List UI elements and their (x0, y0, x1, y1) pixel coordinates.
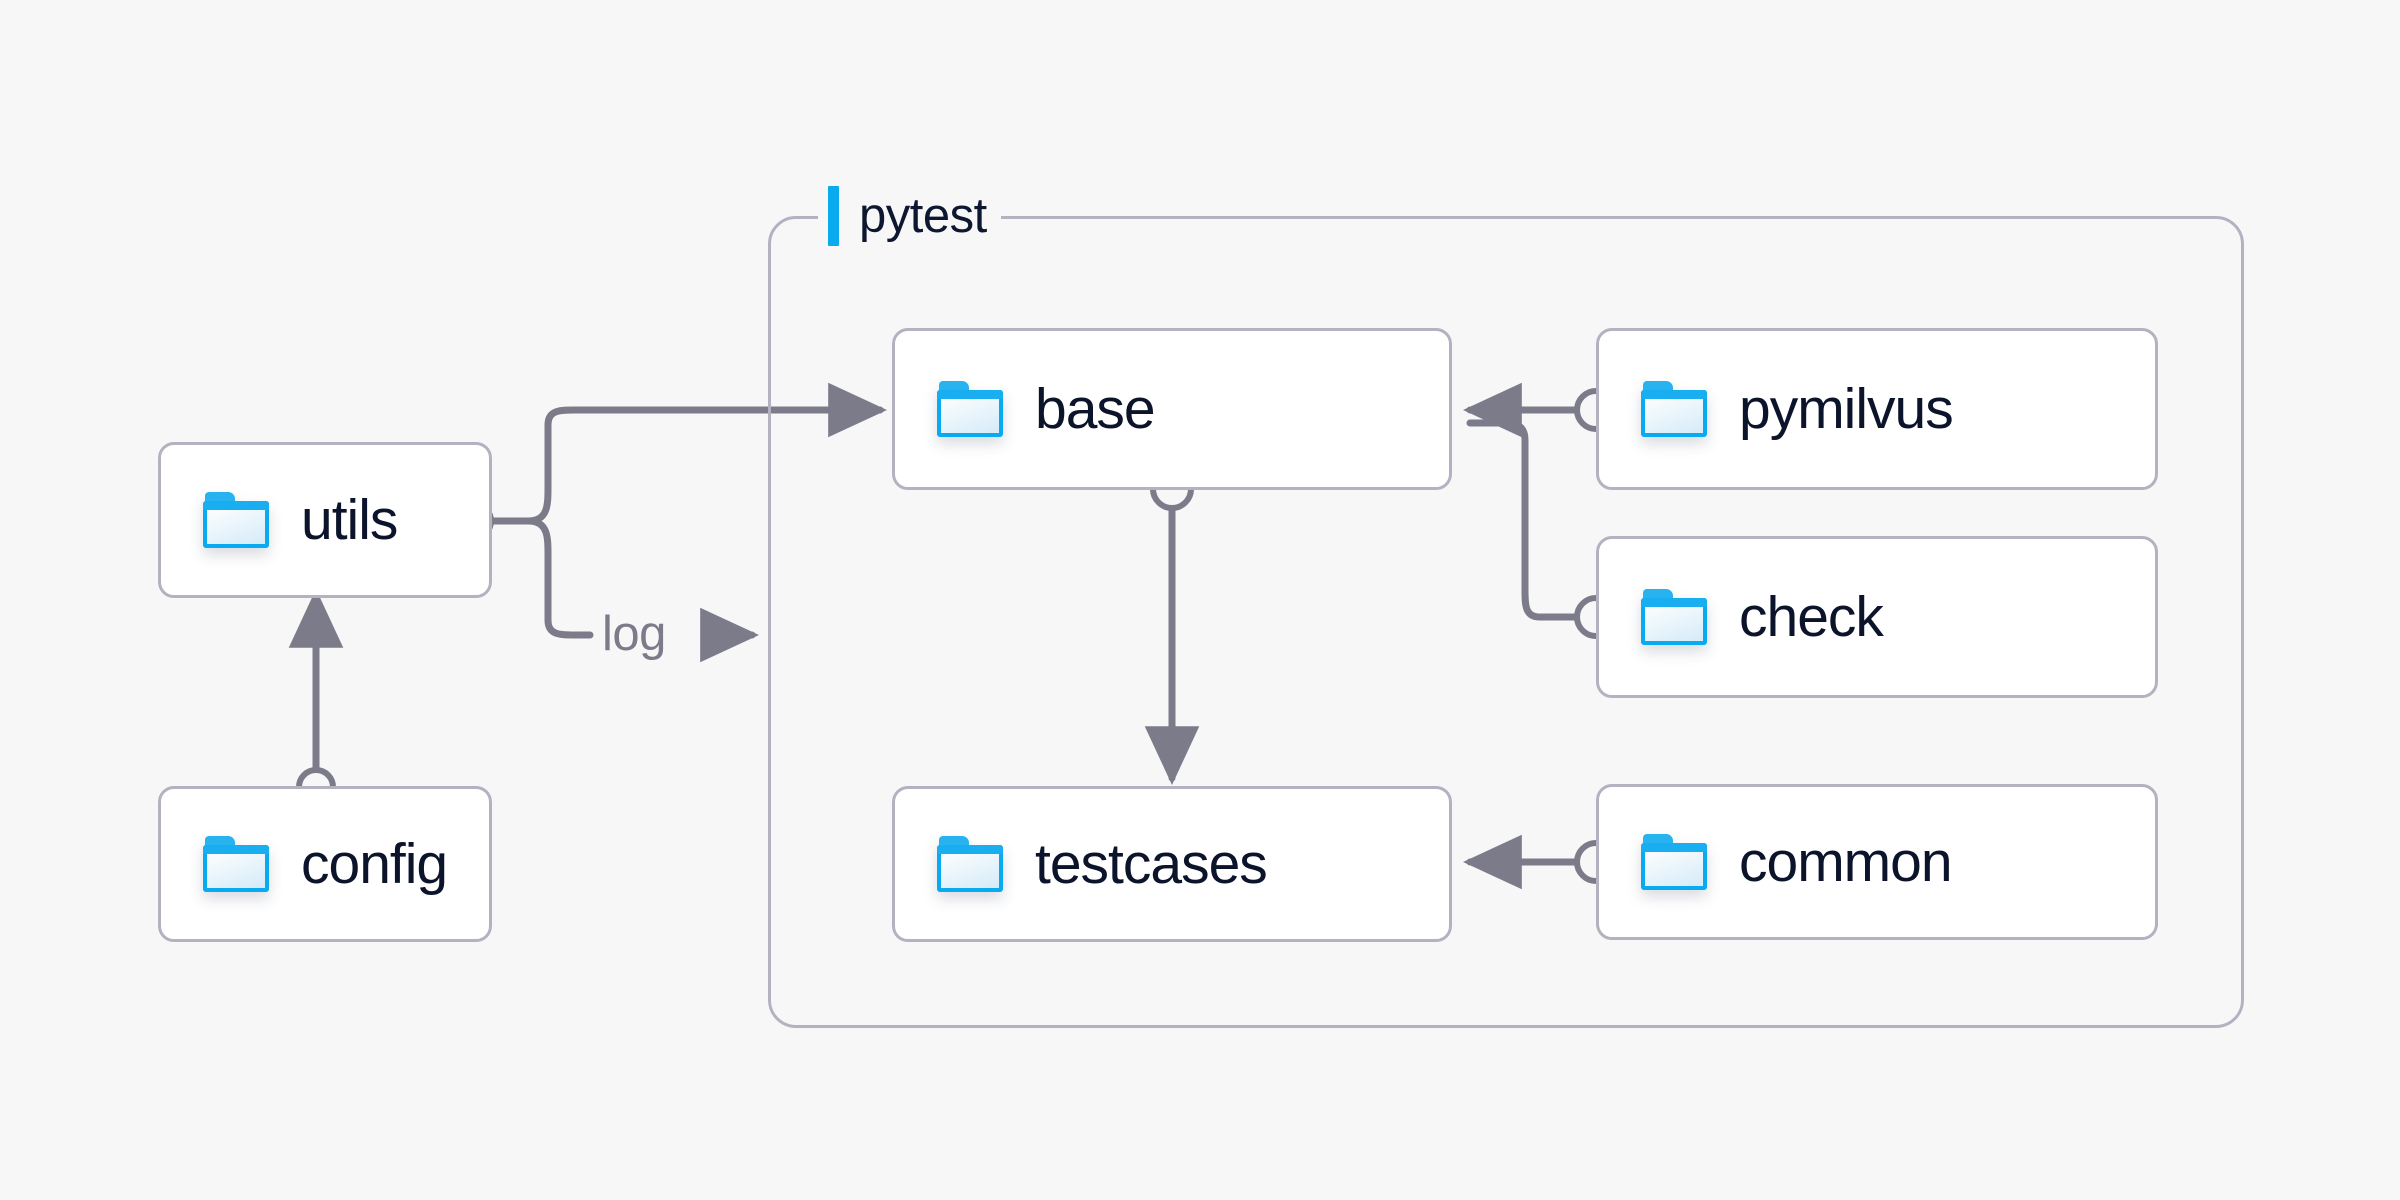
node-label: base (1035, 376, 1156, 441)
folder-icon (203, 836, 269, 892)
node-testcases[interactable]: testcases (892, 786, 1452, 942)
node-label: utils (301, 487, 398, 552)
node-check[interactable]: check (1596, 536, 2158, 698)
node-pymilvus[interactable]: pymilvus (1596, 328, 2158, 490)
folder-icon (203, 492, 269, 548)
group-title-label: pytest (859, 188, 987, 243)
group-accent-bar (828, 186, 839, 246)
node-common[interactable]: common (1596, 784, 2158, 940)
node-utils[interactable]: utils (158, 442, 492, 598)
folder-icon (1641, 589, 1707, 645)
node-base[interactable]: base (892, 328, 1452, 490)
node-label: pymilvus (1739, 376, 1954, 441)
folder-icon (1641, 834, 1707, 890)
edge-utils-to-log (524, 517, 594, 639)
pytest-group-title: pytest (818, 184, 1001, 248)
node-label: common (1739, 829, 1953, 894)
folder-icon (937, 381, 1003, 437)
folder-icon (937, 836, 1003, 892)
node-label: testcases (1035, 831, 1268, 896)
pytest-group-container (768, 216, 2244, 1028)
node-config[interactable]: config (158, 786, 492, 942)
folder-icon (1641, 381, 1707, 437)
node-label: check (1739, 584, 1884, 649)
edge-label-log: log (602, 607, 666, 661)
node-label: config (301, 831, 448, 896)
